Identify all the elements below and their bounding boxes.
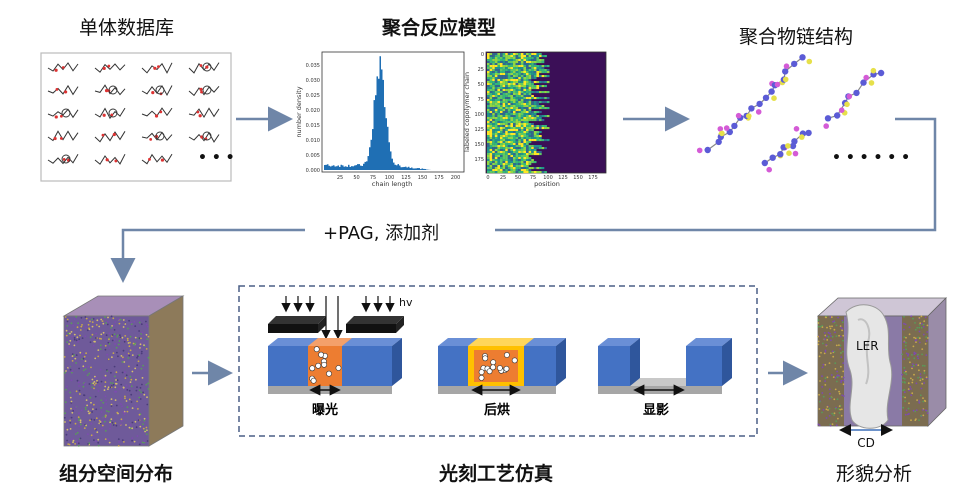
chain-ellipsis: • • • • • • bbox=[832, 150, 911, 166]
develop-step: 显影 bbox=[598, 338, 732, 418]
histogram-xtick: 25 bbox=[337, 175, 343, 181]
heatmap-xtick: 175 bbox=[588, 175, 598, 181]
histogram-ytick: 0.000 bbox=[306, 168, 320, 174]
histogram-ytick: 0.035 bbox=[306, 63, 320, 69]
heatmap-ytick: 50 bbox=[478, 82, 484, 88]
histogram-xlabel: chain length bbox=[372, 180, 412, 188]
develop-label: 显影 bbox=[643, 402, 669, 418]
additive-label: +PAG, 添加剂 bbox=[315, 219, 448, 245]
monomer-molecules bbox=[47, 62, 220, 165]
copolymer-heatmap: 0 25 50 75 100 125 150 175 0 25 50 75 100 125 150 175 p… bbox=[463, 51, 607, 188]
heatmap-ytick: 25 bbox=[478, 67, 484, 73]
chain-length-histogram: 25 50 75 100 125 150 175 200 0.000 0.005 0.010 0.01… bbox=[295, 51, 465, 188]
composition-box bbox=[62, 295, 185, 447]
heatmap-xtick: 50 bbox=[515, 175, 521, 181]
heatmap-xtick: 125 bbox=[558, 175, 568, 181]
title-polymerization-model: 聚合反应模型 bbox=[382, 17, 497, 39]
title-monomer-library: 单体数据库 bbox=[79, 17, 175, 39]
connector-right bbox=[495, 117, 937, 232]
histogram-xtick: 75 bbox=[370, 175, 376, 181]
heatmap-ytick: 150 bbox=[474, 142, 484, 148]
histogram-xtick: 150 bbox=[418, 175, 428, 181]
heatmap-ytick: 0 bbox=[481, 52, 484, 58]
connector-left bbox=[110, 228, 305, 283]
title-composition-space: 组分空间分布 bbox=[59, 463, 174, 485]
heatmap-xtick: 25 bbox=[500, 175, 506, 181]
process-frame bbox=[238, 285, 758, 437]
histogram-ytick: 0.005 bbox=[306, 153, 320, 159]
post-bake-step: 后烘 bbox=[438, 338, 566, 418]
histogram-ytick: 0.015 bbox=[306, 123, 320, 129]
histogram-xtick: 100 bbox=[385, 175, 395, 181]
heatmap-ytick: 100 bbox=[474, 112, 484, 118]
heatmap-xtick: 100 bbox=[543, 175, 553, 181]
monomer-library-panel bbox=[40, 52, 232, 182]
hv-label: hv bbox=[399, 296, 413, 309]
title-lithography-sim: 光刻工艺仿真 bbox=[439, 463, 554, 485]
heatmap-ytick: 125 bbox=[474, 127, 484, 133]
polymer-chain-structures bbox=[696, 54, 885, 173]
title-morphology: 形貌分析 bbox=[836, 463, 913, 485]
heatmap-rows bbox=[487, 53, 550, 174]
morphology-box: LER CD bbox=[816, 297, 947, 450]
exposure-step: hv 曝光 bbox=[268, 296, 413, 418]
heatmap-ylabel: labeled copolymer chain bbox=[463, 72, 471, 152]
monomer-ellipsis: • • • bbox=[198, 150, 235, 166]
histogram-ytick: 0.030 bbox=[306, 78, 320, 84]
heatmap-ytick: 175 bbox=[474, 157, 484, 163]
exposure-label: 曝光 bbox=[312, 402, 338, 418]
title-chain-structure: 聚合物链结构 bbox=[739, 26, 854, 48]
ler-label: LER bbox=[856, 339, 879, 353]
heatmap-xtick: 75 bbox=[530, 175, 536, 181]
histogram-ytick: 0.025 bbox=[306, 93, 320, 99]
histogram-ylabel: number density bbox=[295, 86, 303, 137]
histogram-xtick: 175 bbox=[434, 175, 444, 181]
heatmap-xtick: 150 bbox=[573, 175, 583, 181]
histogram-xtick: 125 bbox=[401, 175, 411, 181]
post-bake-label: 后烘 bbox=[484, 402, 510, 418]
histogram-ytick: 0.020 bbox=[306, 108, 320, 114]
heatmap-xtick: 0 bbox=[486, 175, 489, 181]
histogram-ytick: 0.010 bbox=[306, 138, 320, 144]
cd-label: CD bbox=[857, 436, 875, 450]
histogram-xtick: 200 bbox=[451, 175, 461, 181]
heatmap-ytick: 75 bbox=[478, 97, 484, 103]
histogram-bars bbox=[324, 56, 431, 170]
heatmap-xlabel: position bbox=[534, 180, 560, 188]
histogram-xtick: 50 bbox=[353, 175, 359, 181]
